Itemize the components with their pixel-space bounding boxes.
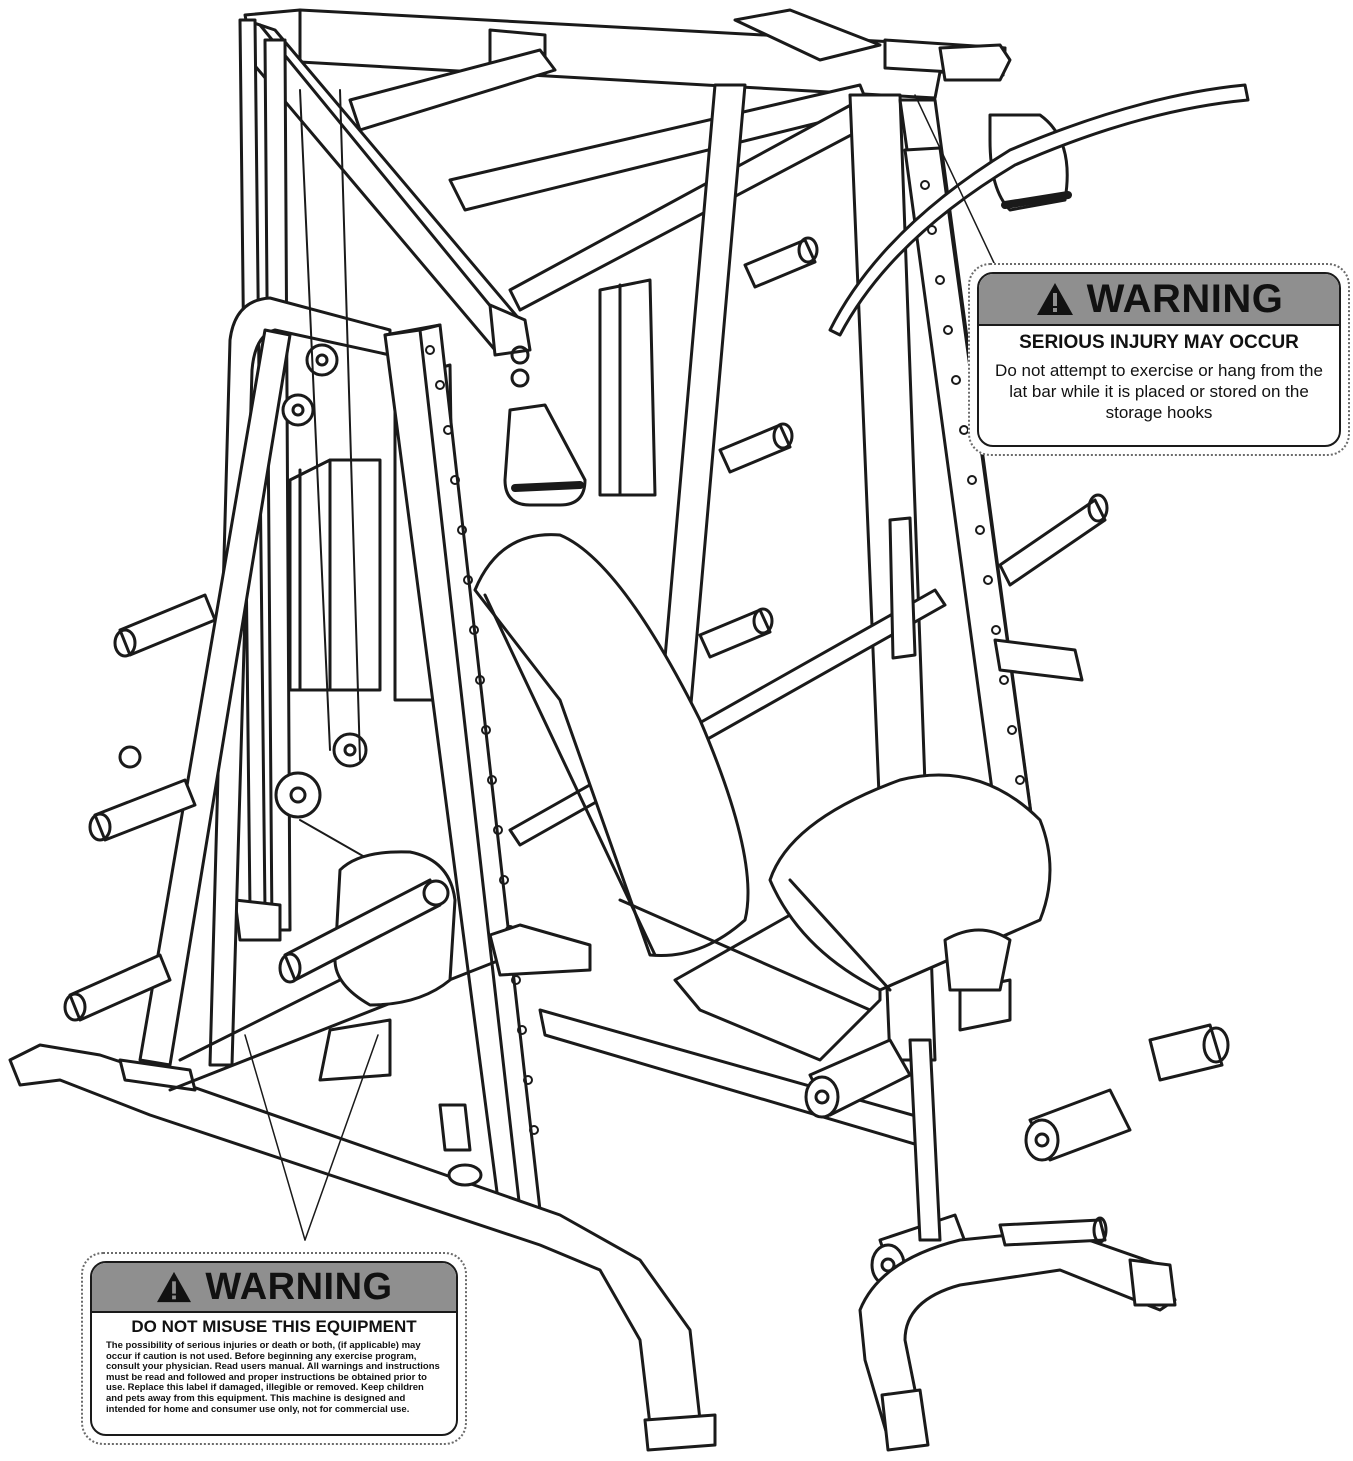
warning-header: WARNING <box>979 274 1339 326</box>
pulley-arm <box>243 18 532 388</box>
warning-heading: WARNING <box>1086 276 1284 321</box>
label-leader-lines <box>244 94 996 1241</box>
leg-developer-base <box>858 1038 1177 1452</box>
lat-bar <box>828 83 1250 337</box>
pulleys-cables <box>274 89 441 901</box>
roller-pads <box>804 928 1230 1287</box>
warning-body: The possibility of serious injuries or d… <box>106 1340 440 1415</box>
warning-triangle-icon <box>155 1270 193 1304</box>
label-frame: WARNING DO NOT MISUSE THIS EQUIPMENT The… <box>90 1261 458 1436</box>
lat-bar-warning-label: WARNING SERIOUS INJURY MAY OCCUR Do not … <box>968 263 1350 456</box>
warning-heading: WARNING <box>205 1265 393 1308</box>
warning-subheading: DO NOT MISUSE THIS EQUIPMENT <box>131 1317 417 1336</box>
warning-header: WARNING <box>92 1263 456 1313</box>
warning-body: Do not attempt to exercise or hang from … <box>995 361 1323 422</box>
warning-subheading: SERIOUS INJURY MAY OCCUR <box>1019 332 1299 353</box>
plate-loading <box>278 850 592 1187</box>
misuse-warning-label: WARNING DO NOT MISUSE THIS EQUIPMENT The… <box>81 1252 467 1445</box>
label-frame: WARNING SERIOUS INJURY MAY OCCUR Do not … <box>977 272 1341 447</box>
warning-triangle-icon <box>1035 281 1075 317</box>
bench <box>473 533 1052 1152</box>
weight-horns-left <box>63 593 217 1022</box>
top-frame <box>243 8 1012 312</box>
weight-horns-right <box>698 236 1109 682</box>
